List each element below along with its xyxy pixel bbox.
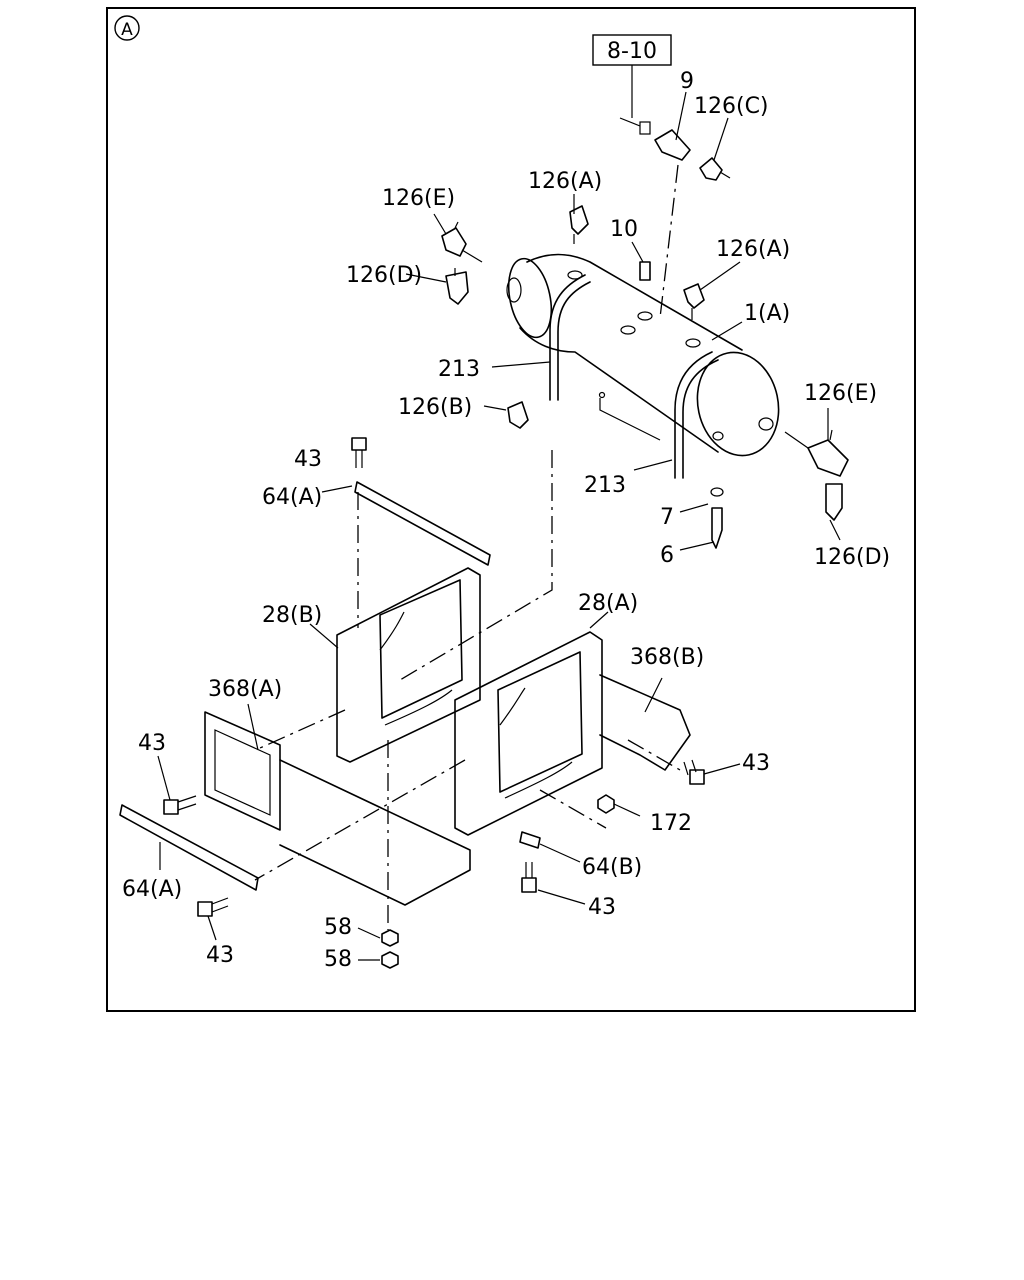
label-58-upper: 58 [324, 915, 352, 940]
washer-7 [710, 487, 724, 497]
fitting-10 [639, 261, 651, 281]
label-126b: 126(B) [398, 395, 472, 420]
label-368b: 368(B) [630, 645, 704, 670]
label-43-center: 43 [588, 895, 616, 920]
label-368a: 368(A) [208, 677, 282, 702]
nut-58-upper [381, 929, 399, 947]
label-213-bottom: 213 [584, 473, 626, 498]
alignment-lines [254, 164, 681, 930]
fitting-9 [619, 117, 691, 161]
diagram-frame [106, 7, 916, 1012]
fitting-126d-right [825, 483, 843, 521]
bolt-43-center [521, 862, 537, 893]
label-28b: 28(B) [262, 603, 322, 628]
label-7: 7 [660, 505, 674, 530]
bolt-43-right [683, 759, 705, 785]
label-43-top: 43 [294, 447, 322, 472]
bolt-43-left [163, 795, 197, 815]
label-172: 172 [650, 811, 692, 836]
label-126c: 126(C) [694, 94, 769, 119]
nut-172 [597, 794, 615, 814]
nut-58-lower [381, 951, 399, 969]
label-43-right: 43 [742, 751, 770, 776]
fitting-126d-left [445, 268, 469, 305]
label-10: 10 [610, 217, 638, 242]
fitting-126a-top [569, 205, 589, 244]
label-64a-top: 64(A) [262, 485, 322, 510]
label-126a-top: 126(A) [528, 169, 602, 194]
fitting-126e-right [784, 429, 849, 477]
label-9: 9 [680, 69, 694, 94]
label-126e-right: 126(E) [804, 381, 877, 406]
fitting-126e-left [441, 221, 483, 263]
reference-box[interactable]: 8-10 [592, 34, 672, 66]
bracket-368b [599, 674, 691, 771]
drain-valve-6 [711, 507, 723, 549]
label-126e-left: 126(E) [382, 186, 455, 211]
label-43-left: 43 [138, 731, 166, 756]
label-28a: 28(A) [578, 591, 638, 616]
air-tank [506, 253, 780, 479]
label-6: 6 [660, 543, 674, 568]
label-213-top: 213 [438, 357, 480, 382]
view-marker: A [114, 15, 140, 41]
label-43-bottom: 43 [206, 943, 234, 968]
view-marker-letter: A [121, 20, 133, 40]
label-58-lower: 58 [324, 947, 352, 972]
label-64a-bottom: 64(A) [122, 877, 182, 902]
bracket-28a [454, 631, 603, 836]
strip-64a-top [354, 481, 491, 566]
bracket-28b [336, 567, 481, 763]
bolt-43-top [351, 437, 367, 468]
leader-lines [157, 65, 841, 961]
label-64b: 64(B) [582, 855, 642, 880]
part-labels: 9 126(C) 126(A) 126(E) 10 126(A) 126(D) … [122, 69, 890, 972]
label-1a: 1(A) [744, 301, 790, 326]
label-126a-right: 126(A) [716, 237, 790, 262]
fitting-126a-right [683, 283, 705, 320]
reference-box-text[interactable]: 8-10 [607, 39, 657, 64]
strip-64a-bottom [119, 804, 259, 891]
label-126d-left: 126(D) [346, 263, 422, 288]
label-126d-right: 126(D) [814, 545, 890, 570]
plate-64b [519, 831, 541, 849]
fitting-126c [699, 157, 731, 181]
bolt-43-bottom [197, 897, 229, 917]
fitting-126b [507, 401, 529, 429]
